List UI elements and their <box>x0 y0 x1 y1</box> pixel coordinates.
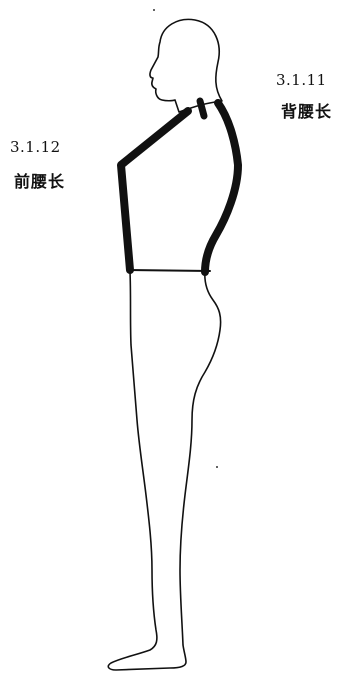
scan-speck <box>153 9 155 11</box>
body-silhouette <box>149 18 223 113</box>
front-waist-length-line <box>117 107 192 274</box>
back-leg-outline <box>107 269 222 671</box>
front-waist-code: 3.1.12 <box>10 138 61 156</box>
scan-speck <box>216 466 218 468</box>
back-waist-length-line <box>201 99 242 276</box>
back-neck-mark <box>196 97 208 120</box>
front-waist-term: 前腰长 <box>14 172 66 191</box>
back-waist-term: 背腰长 <box>281 102 333 121</box>
waist-line <box>127 269 211 272</box>
back-waist-code: 3.1.11 <box>276 71 327 89</box>
